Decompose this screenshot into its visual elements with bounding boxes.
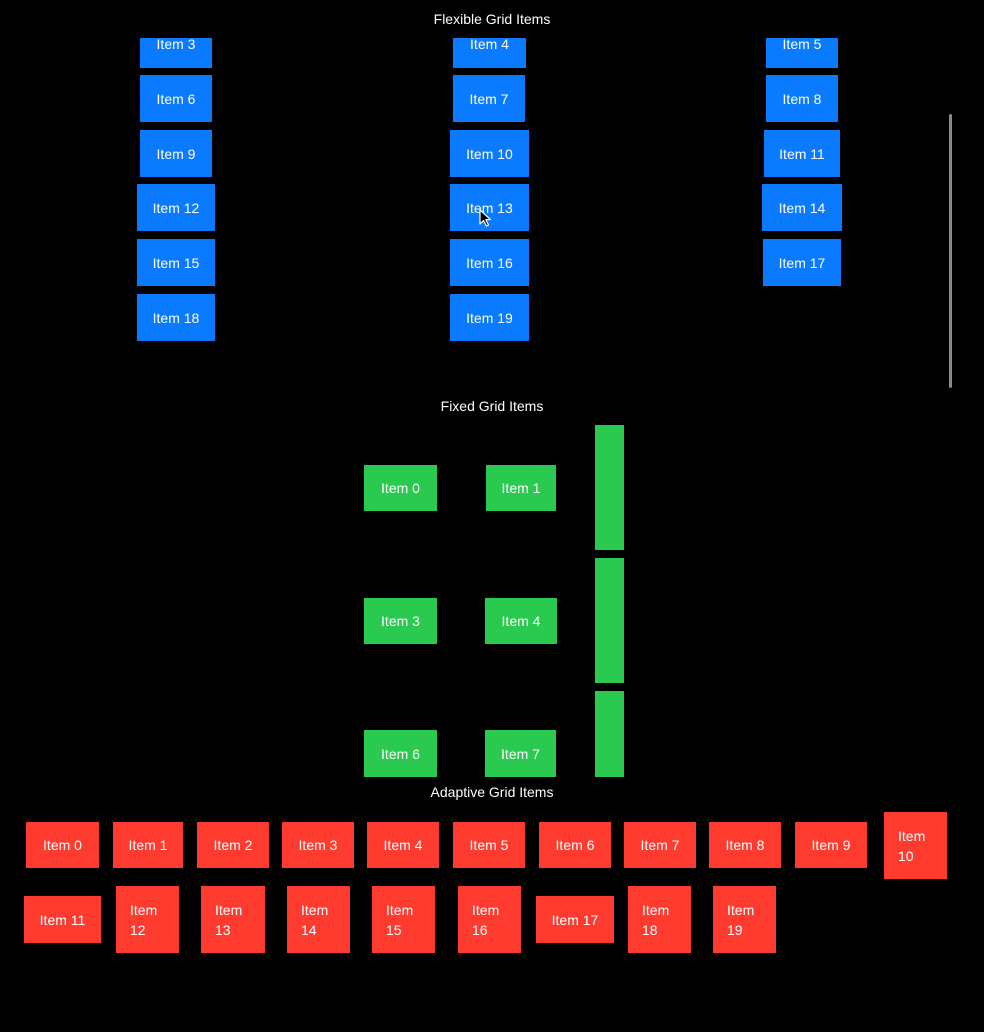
flexible-item-18[interactable]: Item 18 — [137, 294, 215, 341]
adaptive-item-3[interactable]: Item 3 — [282, 822, 354, 868]
adaptive-item-18[interactable]: Item 18 — [628, 886, 691, 953]
flexible-item-7[interactable]: Item 7 — [453, 75, 525, 122]
mouse-pointer-icon — [479, 209, 492, 227]
adaptive-item-2[interactable]: Item 2 — [197, 822, 269, 868]
adaptive-item-5[interactable]: Item 5 — [453, 822, 525, 868]
adaptive-item-16[interactable]: Item 16 — [458, 886, 521, 953]
adaptive-item-4[interactable]: Item 4 — [367, 822, 439, 868]
fixed-item-1[interactable]: Item 1 — [486, 465, 556, 511]
flexible-item-5[interactable]: Item 5 — [766, 36, 838, 68]
adaptive-item-19[interactable]: Item 19 — [713, 886, 776, 953]
flexible-item-15[interactable]: Item 15 — [137, 239, 215, 286]
flexible-item-12[interactable]: Item 12 — [137, 184, 215, 231]
vertical-scrollbar[interactable] — [949, 114, 952, 388]
fixed-item-0[interactable]: Item 0 — [364, 465, 437, 511]
flexible-item-17[interactable]: Item 17 — [763, 239, 841, 286]
flexible-item-16[interactable]: Item 16 — [450, 239, 529, 286]
flexible-item-19[interactable]: Item 19 — [450, 294, 529, 341]
adaptive-item-1[interactable]: Item 1 — [113, 822, 183, 868]
adaptive-item-14[interactable]: Item 14 — [287, 886, 350, 953]
flexible-item-13[interactable]: Item 13 — [450, 184, 529, 231]
flexible-item-3[interactable]: Item 3 — [140, 36, 212, 68]
flexible-item-4[interactable]: Item 4 — [453, 36, 526, 68]
adaptive-item-13[interactable]: Item 13 — [201, 886, 265, 953]
adaptive-item-10[interactable]: Item 10 — [884, 812, 947, 879]
fixed-item-bar-3[interactable] — [595, 691, 624, 777]
adaptive-item-9[interactable]: Item 9 — [795, 822, 867, 868]
flexible-item-9[interactable]: Item 9 — [140, 130, 212, 177]
adaptive-item-8[interactable]: Item 8 — [709, 822, 781, 868]
adaptive-grid-title: Adaptive Grid Items — [430, 784, 554, 800]
flexible-item-10[interactable]: Item 10 — [450, 130, 529, 177]
flexible-item-6[interactable]: Item 6 — [140, 75, 212, 122]
fixed-item-4[interactable]: Item 4 — [485, 598, 557, 644]
fixed-item-bar-2[interactable] — [595, 558, 624, 683]
fixed-item-7[interactable]: Item 7 — [485, 730, 556, 777]
adaptive-item-17[interactable]: Item 17 — [536, 896, 614, 943]
adaptive-item-0[interactable]: Item 0 — [26, 822, 99, 868]
adaptive-item-7[interactable]: Item 7 — [624, 822, 696, 868]
fixed-item-6[interactable]: Item 6 — [364, 730, 437, 777]
adaptive-item-11[interactable]: Item 11 — [24, 896, 101, 943]
flexible-grid-title: Flexible Grid Items — [433, 11, 551, 27]
fixed-item-3[interactable]: Item 3 — [364, 598, 437, 644]
adaptive-item-12[interactable]: Item 12 — [116, 886, 179, 953]
adaptive-item-15[interactable]: Item 15 — [372, 886, 435, 953]
flexible-item-11[interactable]: Item 11 — [764, 130, 840, 177]
fixed-grid-title: Fixed Grid Items — [440, 398, 544, 414]
fixed-item-bar-1[interactable] — [595, 425, 624, 550]
flexible-item-14[interactable]: Item 14 — [762, 184, 842, 231]
flexible-item-8[interactable]: Item 8 — [766, 75, 838, 122]
adaptive-item-6[interactable]: Item 6 — [539, 822, 611, 868]
